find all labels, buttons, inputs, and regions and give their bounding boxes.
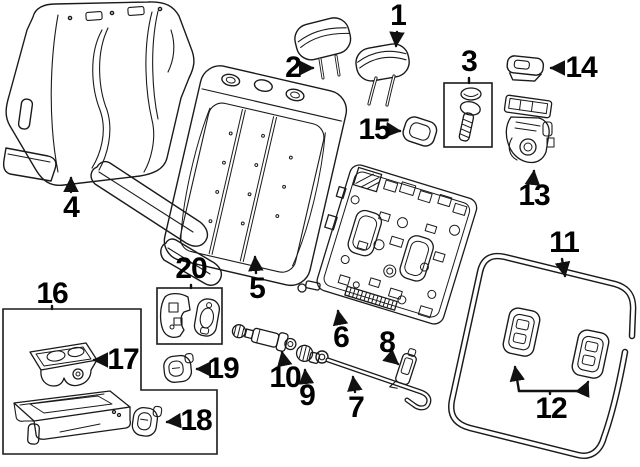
part-4-seatback-cushion-drawing bbox=[2, 1, 209, 247]
callout-5[interactable]: 5 bbox=[249, 272, 266, 305]
part-18-hinge-cover-drawing bbox=[131, 405, 163, 437]
grouping-box-16 bbox=[2, 308, 218, 455]
grouping-box-20 bbox=[156, 287, 223, 345]
callout-17[interactable]: 17 bbox=[107, 343, 139, 376]
armrest-body-drawing bbox=[13, 390, 132, 445]
callout-12[interactable]: 12 bbox=[535, 392, 567, 425]
part-10-damper-drawing bbox=[231, 324, 297, 352]
callout-3[interactable]: 3 bbox=[461, 45, 478, 78]
part-8-clip-drawing bbox=[389, 348, 417, 389]
callout-2[interactable]: 2 bbox=[285, 51, 302, 84]
part-2-headrest-drawing bbox=[294, 17, 352, 80]
part-11-weatherstrip-drawing bbox=[448, 252, 637, 459]
part-12-bezels-drawing bbox=[502, 307, 610, 379]
callout-4[interactable]: 4 bbox=[63, 191, 80, 224]
part-17-cupholder-drawing bbox=[29, 342, 98, 387]
callout-14[interactable]: 14 bbox=[565, 51, 597, 84]
part-19-hinge-cover-drawing bbox=[163, 353, 194, 383]
callout-16[interactable]: 16 bbox=[36, 277, 68, 310]
callout-13[interactable]: 13 bbox=[518, 179, 550, 212]
part-3-bolt-drawing bbox=[458, 87, 482, 142]
callout-20[interactable]: 20 bbox=[175, 252, 207, 285]
callout-18[interactable]: 18 bbox=[180, 404, 212, 437]
callout-15[interactable]: 15 bbox=[358, 113, 390, 146]
callout-7[interactable]: 7 bbox=[348, 391, 365, 424]
part-5-seatback-pad-drawing bbox=[160, 65, 348, 287]
part-13-latch-drawing bbox=[503, 94, 555, 164]
part-15-grommet-drawing bbox=[402, 116, 438, 147]
part-14-clip-drawing bbox=[506, 55, 545, 82]
callout-9[interactable]: 9 bbox=[299, 379, 316, 412]
callout-leader-lines bbox=[50, 30, 590, 429]
part-1-headrest-drawing bbox=[355, 43, 410, 107]
callout-10[interactable]: 10 bbox=[269, 361, 301, 394]
callout-8[interactable]: 8 bbox=[379, 326, 396, 359]
callout-19[interactable]: 19 bbox=[207, 352, 239, 385]
part-6-seatback-frame-drawing bbox=[297, 164, 478, 325]
callout-6[interactable]: 6 bbox=[333, 321, 350, 354]
callout-11[interactable]: 11 bbox=[549, 226, 580, 259]
part-20-brackets-drawing bbox=[159, 292, 221, 338]
callout-1[interactable]: 1 bbox=[390, 0, 407, 32]
part-9-nut-drawing bbox=[295, 344, 321, 364]
